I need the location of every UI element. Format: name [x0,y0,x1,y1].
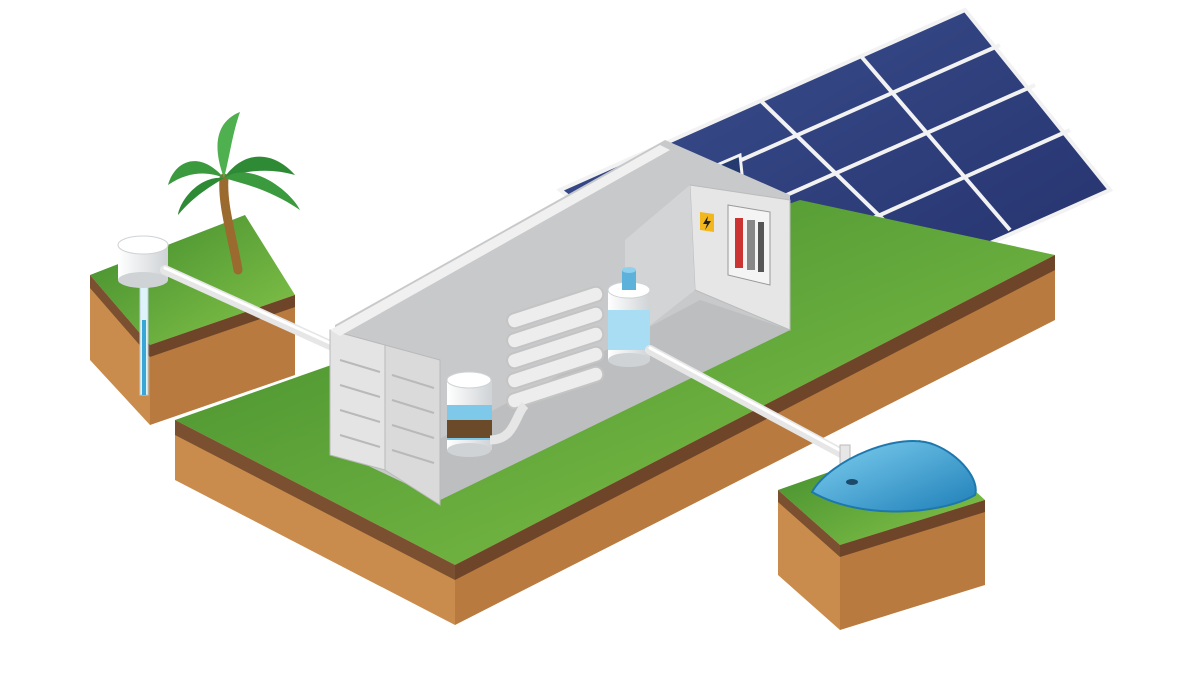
product-water-tank [607,267,651,367]
inlet-pipe [160,265,335,350]
palm-tree [168,112,300,275]
electrical-control-panel [727,204,771,286]
ro-membrane-stack [489,285,605,445]
storage-tank-left [117,235,169,288]
water-bladder-tank [810,440,977,513]
pretreatment-tank [446,371,492,457]
lightning-warning-icon [700,212,714,232]
